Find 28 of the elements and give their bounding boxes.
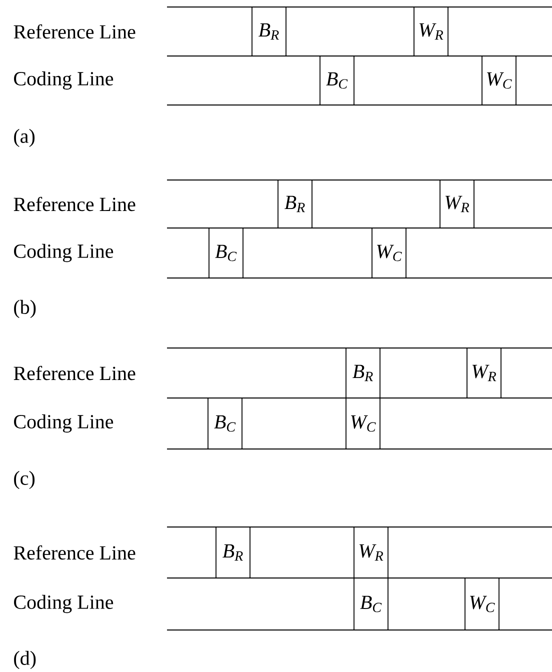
row-label: Coding Line [14, 414, 114, 433]
row-label: Coding Line [14, 594, 114, 614]
labeled-cell: W$_{R}$ [354, 526, 388, 578]
row-label: Reference Line [14, 366, 136, 380]
labeled-cell: B$_{C}$ [320, 56, 354, 106]
labeled-cell: B$_{C}$ [208, 228, 244, 278]
row-label: Reference Line [14, 24, 136, 39]
labeled-cell: W$_{C}$ [482, 56, 516, 106]
panel-label: (c) [14, 470, 35, 490]
row-label: Reference Line [14, 196, 136, 212]
panel-label: (d) [14, 650, 36, 670]
labeled-cell: W$_{C}$ [464, 578, 500, 630]
labeled-cell: B$_{C}$ [354, 578, 388, 630]
labeled-cell: B$_{R}$ [216, 526, 250, 578]
labeled-cell: B$_{R}$ [278, 180, 312, 228]
labeled-cell: B$_{R}$ [346, 348, 380, 398]
panel-label: (b) [14, 300, 36, 318]
labeled-cell: W$_{C}$ [346, 398, 380, 450]
labeled-cell: W$_{R}$ [466, 348, 502, 398]
row-label: Coding Line [14, 244, 114, 262]
labeled-cell: W$_{C}$ [372, 228, 406, 278]
row-label: Reference Line [14, 545, 136, 560]
labeled-cell: W$_{R}$ [440, 180, 474, 228]
panel-label: (a) [14, 128, 35, 148]
row-label: Coding Line [14, 71, 114, 90]
labeled-cell: B$_{R}$ [252, 6, 286, 56]
labeled-cell: W$_{R}$ [414, 6, 448, 56]
labeled-cell: B$_{C}$ [208, 398, 242, 450]
